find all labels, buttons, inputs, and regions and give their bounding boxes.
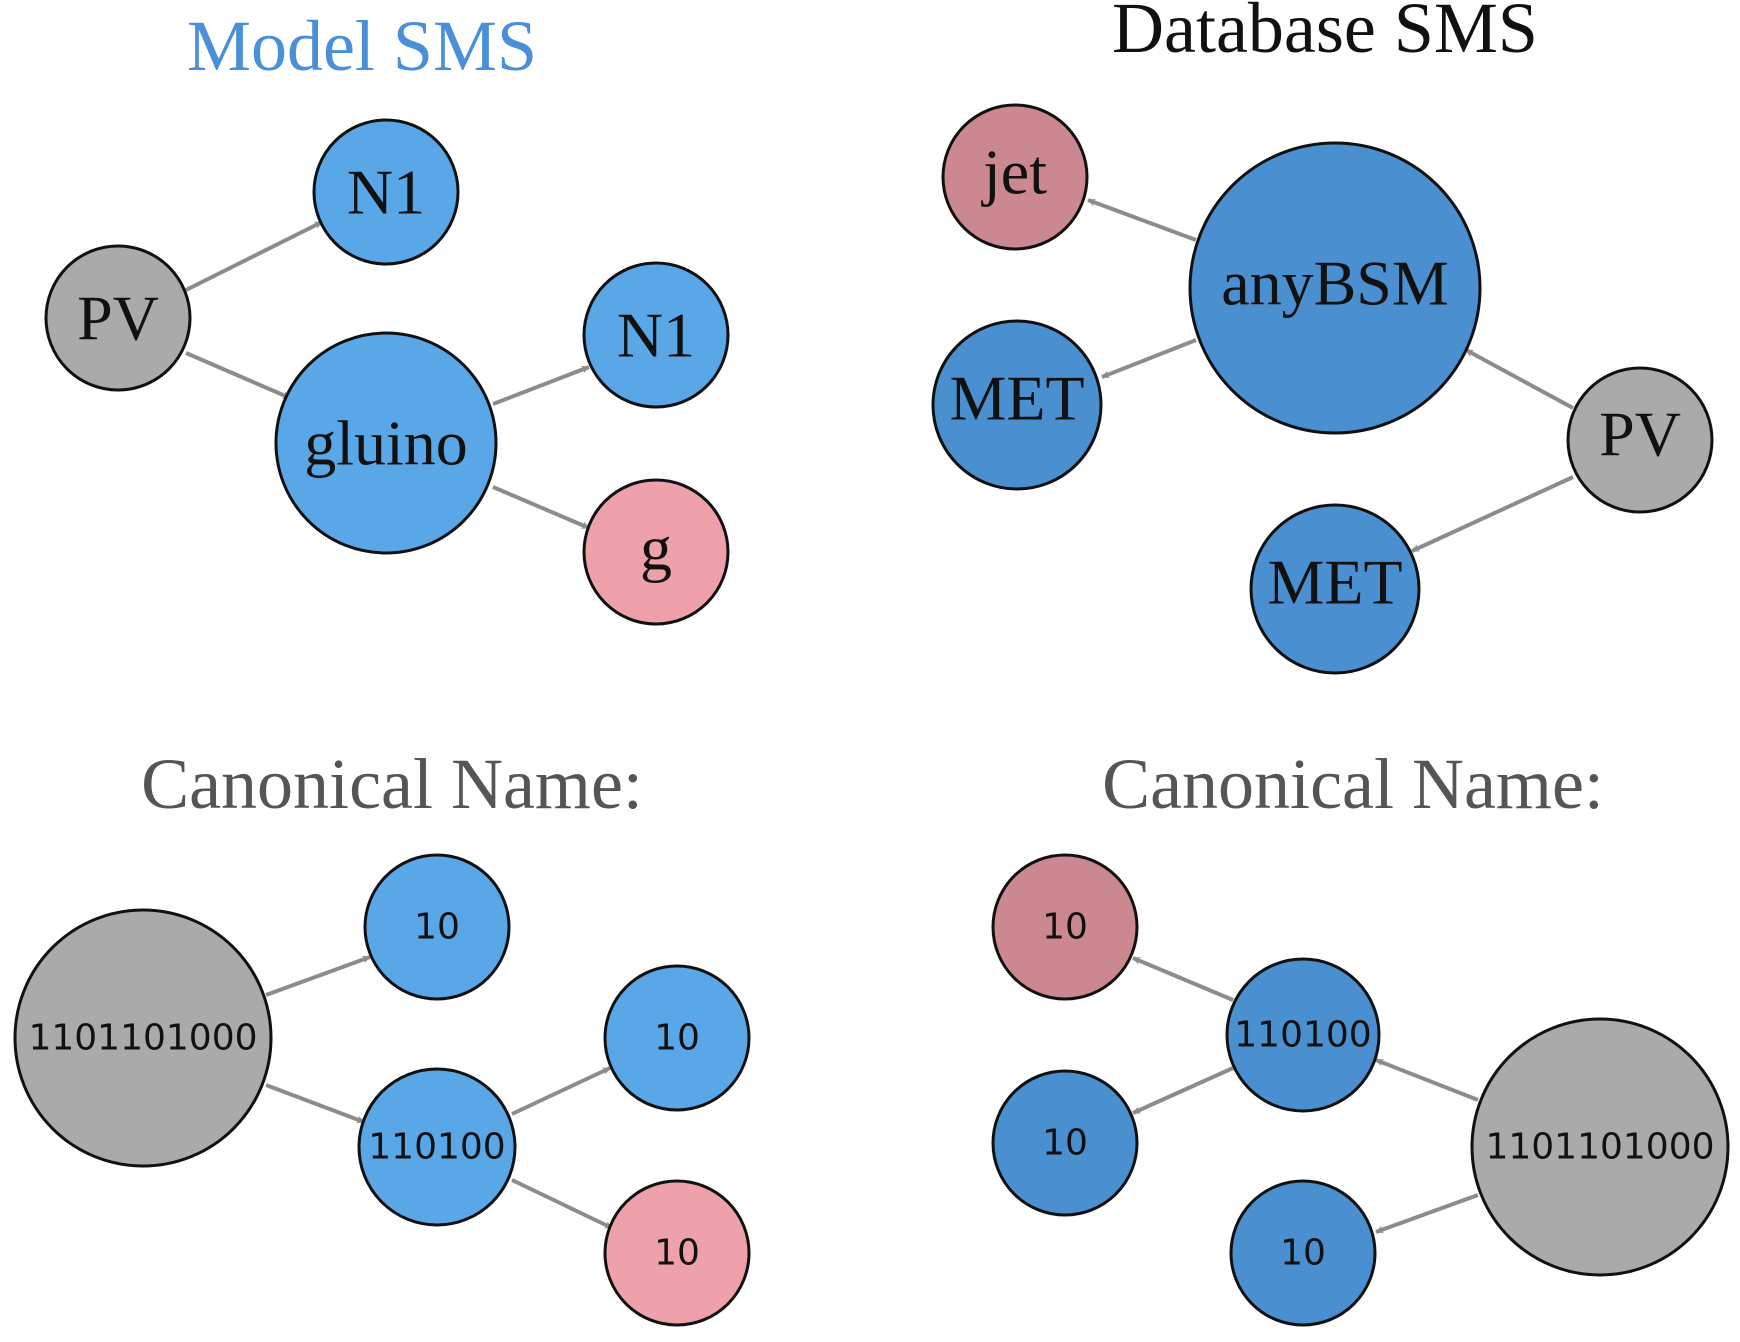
svg-text:1101101000: 1101101000 [28, 1018, 257, 1059]
svg-text:g: g [640, 513, 672, 584]
edge-root-b [265, 1083, 365, 1124]
node-b: 110100 [357, 1067, 517, 1227]
node-n1: N1 [312, 118, 460, 266]
svg-text:10: 10 [1280, 1233, 1326, 1274]
node-c: 10 [603, 964, 751, 1112]
node-d: 10 [1229, 1179, 1377, 1327]
svg-text:10: 10 [1042, 1123, 1088, 1164]
svg-text:1101101000: 1101101000 [1485, 1127, 1714, 1168]
node-a: 10 [363, 853, 511, 1001]
node-anybsm: anyBSM [1188, 141, 1482, 435]
edge-b-c [511, 1066, 611, 1116]
edge-root-a [265, 955, 371, 997]
node-g: g [582, 478, 730, 626]
node-met-second: MET [1249, 503, 1421, 675]
svg-text:110100: 110100 [1234, 1015, 1371, 1056]
node-d: 10 [603, 1179, 751, 1327]
edge-b-d [511, 1178, 613, 1230]
edge-pv-met [1411, 475, 1574, 553]
svg-text:N1: N1 [617, 300, 695, 371]
node-jet: jet [941, 103, 1089, 251]
node-a: 10 [991, 853, 1139, 1001]
edge-b-c [1132, 1066, 1234, 1115]
edge-root-d [1375, 1193, 1479, 1234]
canonical-name-left-title: Canonical Name: [141, 744, 643, 824]
canonical-right-graph: 10 110100 10 1101101000 10 [991, 853, 1730, 1327]
node-root: 1101101000 [1470, 1017, 1730, 1277]
edge-pv-n1 [185, 220, 323, 292]
svg-text:N1: N1 [347, 157, 425, 228]
edge-root-b [1375, 1058, 1479, 1102]
node-b: 110100 [1225, 957, 1381, 1113]
node-n1-decay: N1 [582, 261, 730, 409]
svg-text:10: 10 [414, 907, 460, 948]
node-pv: PV [1566, 366, 1714, 514]
canonical-name-right-title: Canonical Name: [1102, 744, 1604, 824]
svg-text:MET: MET [1267, 547, 1402, 618]
svg-text:gluino: gluino [304, 408, 468, 479]
edge-anybsm-jet [1087, 198, 1197, 242]
svg-text:10: 10 [654, 1233, 700, 1274]
svg-text:anyBSM: anyBSM [1221, 248, 1449, 319]
edge-gluino-g [492, 485, 590, 530]
node-c: 10 [991, 1069, 1139, 1217]
model-sms-graph: PV N1 gluino N1 g [44, 118, 730, 626]
svg-text:MET: MET [949, 363, 1084, 434]
svg-text:PV: PV [77, 283, 159, 354]
edge-gluino-n1 [492, 365, 590, 406]
edge-pv-gluino [185, 351, 291, 400]
svg-text:jet: jet [981, 137, 1047, 208]
canonical-left-graph: 1101101000 10 110100 10 10 [13, 853, 751, 1327]
edge-pv-anybsm [1465, 348, 1574, 410]
database-sms-graph: jet anyBSM MET PV MET [931, 103, 1714, 675]
edge-b-a [1132, 956, 1234, 1002]
node-gluino: gluino [274, 331, 498, 555]
node-met: MET [931, 319, 1103, 491]
edge-anybsm-met [1101, 338, 1197, 379]
node-pv: PV [44, 244, 192, 392]
svg-text:110100: 110100 [368, 1127, 505, 1168]
model-sms-title: Model SMS [187, 6, 537, 86]
svg-text:10: 10 [1042, 907, 1088, 948]
svg-text:10: 10 [654, 1018, 700, 1059]
svg-text:PV: PV [1599, 399, 1681, 470]
node-root: 1101101000 [13, 908, 273, 1168]
database-sms-title: Database SMS [1112, 0, 1538, 68]
